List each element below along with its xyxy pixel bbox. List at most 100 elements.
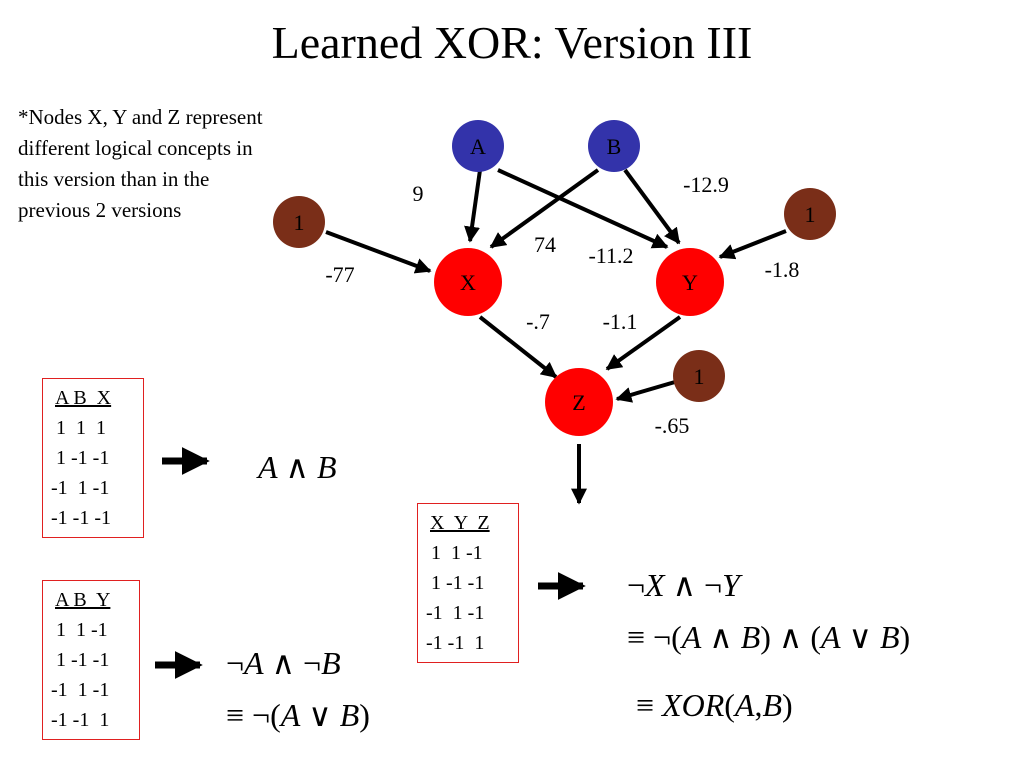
- formula-operator: ∨: [308, 697, 332, 733]
- note-line: *Nodes X, Y and Z represent: [18, 105, 263, 129]
- formula-var: A: [258, 449, 278, 485]
- weight-a-x: 9: [413, 181, 424, 206]
- weight-bias1-x: -77: [325, 262, 354, 287]
- formula-y-line-2: ≡ ¬(A ∨ B): [226, 696, 370, 734]
- formula-var: B: [321, 645, 341, 681]
- formula-punct: ): [782, 687, 793, 723]
- formula-operator: ∨: [848, 619, 872, 655]
- table-row: -1 1 -1: [51, 477, 110, 499]
- formula-function: XOR: [662, 687, 725, 723]
- formula-operator: ∧: [285, 449, 309, 485]
- formula-operator: ∧: [709, 619, 733, 655]
- node-bias-2: 1: [784, 188, 836, 240]
- table-row: -1 -1 1: [426, 632, 485, 654]
- formula-punct: (: [724, 687, 735, 723]
- weight-b-x: 74: [534, 232, 556, 257]
- edge-bias3-z: [615, 380, 676, 403]
- node-b: B: [588, 120, 640, 172]
- formula-var: A: [734, 687, 755, 723]
- formula-var: B: [316, 449, 337, 485]
- note-line: previous 2 versions: [18, 198, 182, 222]
- formula-not: ¬: [704, 567, 723, 603]
- formula-z-line-2: ≡ ¬(A ∧ B) ∧ (A ∨ B): [627, 618, 910, 656]
- table-row: 1 -1 -1: [51, 447, 110, 469]
- formula-punct: ,: [754, 687, 763, 723]
- formula-var: Y: [722, 567, 740, 603]
- formula-not: ¬: [226, 645, 245, 681]
- node-a-label: A: [470, 134, 486, 159]
- table-row: -1 -1 1: [51, 709, 110, 731]
- formula-punct: ) ∧ (: [760, 619, 821, 655]
- formula-equiv: ≡: [636, 687, 655, 723]
- formula-equiv: ≡: [226, 697, 245, 733]
- table-header: A B X: [55, 387, 112, 409]
- table-header: A B Y: [55, 589, 111, 611]
- truth-table-y: A B Y 1 1 -1 1 -1 -1 -1 1 -1 -1 -1 1: [42, 580, 140, 740]
- node-z: Z: [545, 368, 613, 436]
- truth-table-z: X Y Z 1 1 -1 1 -1 -1 -1 1 -1 -1 -1 1: [417, 503, 519, 663]
- formula-var: A: [821, 619, 841, 655]
- formula-punct: ¬(: [252, 697, 281, 733]
- edge-y-z: [605, 315, 682, 371]
- formula-punct: ¬(: [653, 619, 682, 655]
- table-row: 1 1 -1: [51, 619, 108, 641]
- node-bias-3-label: 1: [694, 364, 705, 389]
- formula-z-line-1: ¬X ∧ ¬Y: [627, 566, 740, 604]
- formula-x: A ∧ B: [258, 448, 337, 486]
- edge-bias2-y: [718, 229, 787, 260]
- node-x: X: [434, 248, 502, 316]
- formula-var: B: [339, 697, 360, 733]
- formula-not: ¬: [303, 645, 322, 681]
- formula-not: ¬: [627, 567, 646, 603]
- node-bias-2-label: 1: [805, 202, 816, 227]
- truth-table-x: A B X 1 1 1 1 -1 -1 -1 1 -1 -1 -1 -1: [42, 378, 144, 538]
- formula-operator: ∧: [271, 645, 296, 681]
- edge-a-x: [464, 169, 482, 243]
- weight-b-y: -12.9: [683, 172, 729, 197]
- node-b-label: B: [607, 134, 622, 159]
- table-row: -1 1 -1: [51, 679, 110, 701]
- formula-operator: ∧: [672, 567, 697, 603]
- formula-var: A: [244, 645, 264, 681]
- note-line: this version than in the: [18, 167, 210, 191]
- formula-var: A: [681, 619, 702, 655]
- node-bias-1-label: 1: [294, 210, 305, 235]
- formula-z-line-3: ≡ XOR(A,B): [636, 687, 793, 724]
- table-header: X Y Z: [430, 512, 490, 534]
- table-row: 1 -1 -1: [426, 572, 485, 594]
- formula-punct: ): [899, 619, 911, 655]
- formula-var: B: [879, 619, 900, 655]
- edge-b-x: [489, 168, 600, 249]
- table-row: 1 1 -1: [426, 542, 483, 564]
- table-row: -1 1 -1: [426, 602, 485, 624]
- weight-bias2-y: -1.8: [765, 257, 800, 282]
- weight-a-y: -11.2: [588, 243, 633, 268]
- node-z-label: Z: [572, 390, 585, 415]
- formula-var: A: [280, 697, 301, 733]
- formula-var: B: [740, 619, 761, 655]
- edge-x-z: [478, 315, 558, 379]
- node-x-label: X: [460, 270, 476, 295]
- node-y: Y: [656, 248, 724, 316]
- table-row: 1 -1 -1: [51, 649, 110, 671]
- edge-bias1-x: [325, 230, 432, 274]
- page-title: Learned XOR: Version III: [271, 17, 753, 68]
- note-line: different logical concepts in: [18, 136, 253, 160]
- weight-bias3-z: -.65: [655, 413, 690, 438]
- formula-var: X: [645, 567, 665, 603]
- edge-a-y: [497, 168, 669, 249]
- weight-y-z: -1.1: [603, 309, 638, 334]
- formula-equiv: ≡: [627, 619, 646, 655]
- node-y-label: Y: [682, 270, 698, 295]
- edge-b-y: [623, 168, 681, 245]
- formula-y-line-1: ¬A ∧ ¬B: [226, 644, 341, 682]
- weight-x-z: -.7: [526, 309, 550, 334]
- formula-var: B: [762, 687, 782, 723]
- node-a: A: [452, 120, 504, 172]
- table-row: 1 1 1: [51, 417, 106, 439]
- note-text: *Nodes X, Y and Z represent different lo…: [18, 102, 328, 226]
- table-row: -1 -1 -1: [51, 507, 111, 529]
- node-bias-1: 1: [273, 196, 325, 248]
- node-bias-3: 1: [673, 350, 725, 402]
